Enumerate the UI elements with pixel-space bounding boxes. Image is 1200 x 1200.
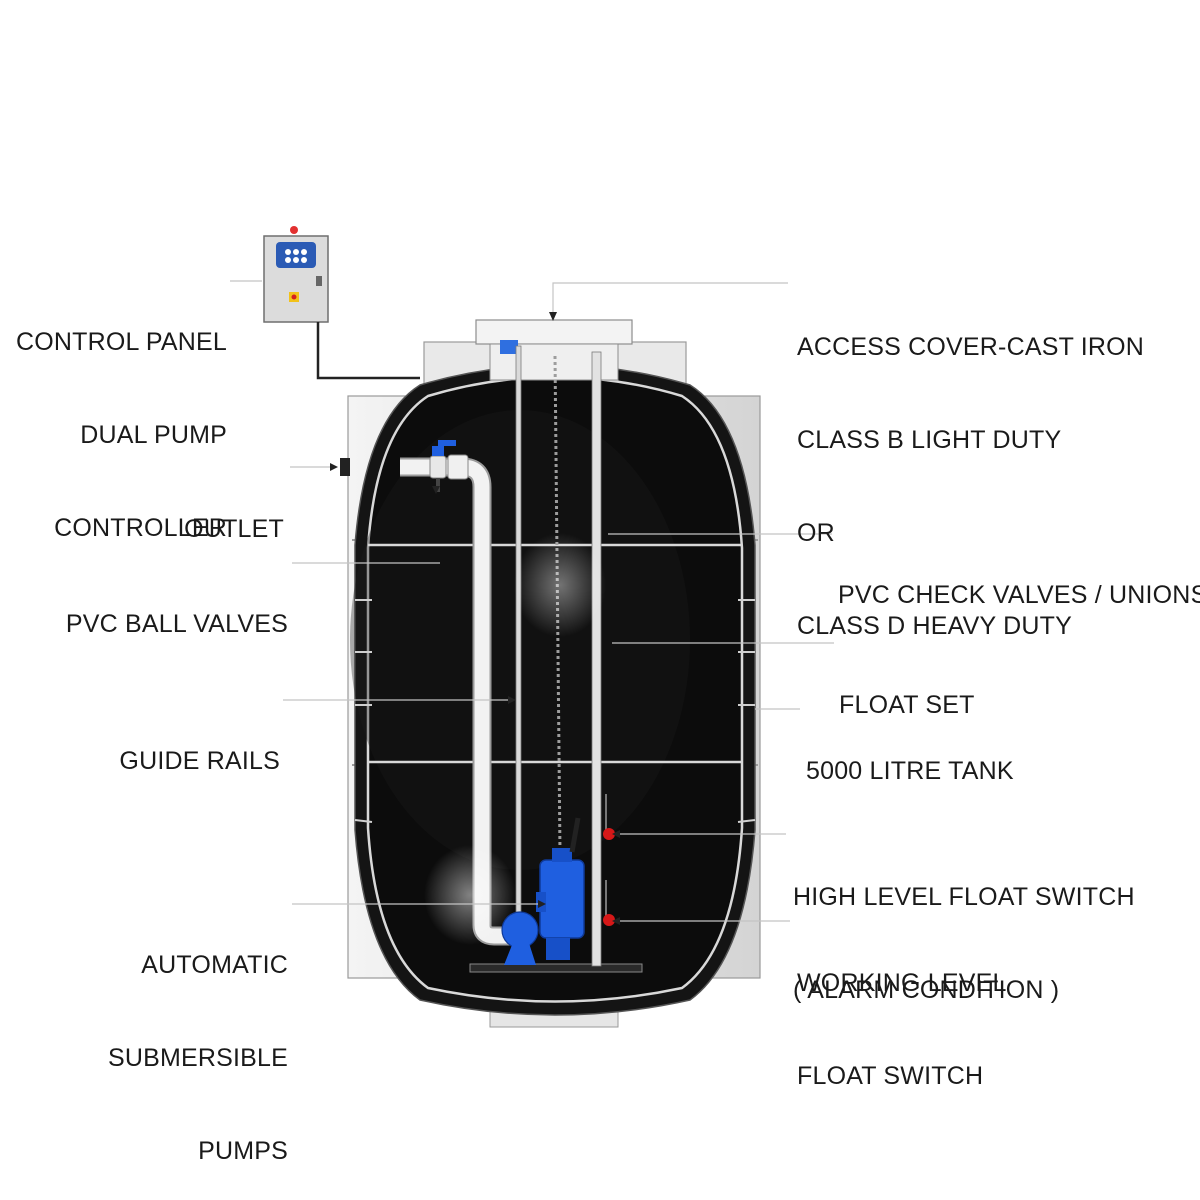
light-glow-lower (424, 845, 516, 945)
label-outlet: OUTLET (184, 452, 284, 607)
label-control-panel: CONTROL PANEL DUAL PUMP CONTROLLER (16, 265, 227, 606)
label-line: GUIDE RAILS (119, 747, 280, 775)
float-switch-icon (603, 794, 615, 926)
label-line: FLOAT SET (839, 691, 975, 719)
label-line: PVC CHECK VALVES / UNIONS (838, 581, 1200, 609)
outlet-stub (340, 458, 350, 476)
label-line: ACCESS COVER-CAST IRON (797, 333, 1145, 361)
label-ball-valves: PVC BALL VALVES (66, 547, 288, 702)
label-access-cover: ACCESS COVER-CAST IRON CLASS B LIGHT DUT… (797, 270, 1144, 704)
label-check-valves: PVC CHECK VALVES / UNIONS (838, 518, 1200, 673)
label-float-set: FLOAT SET (839, 628, 975, 783)
label-line: FLOAT SWITCH (797, 1062, 984, 1090)
label-line: SUBMERSIBLE (107, 1044, 288, 1072)
control-panel-icon (263, 226, 420, 380)
label-pumps: AUTOMATIC SUBMERSIBLE PUMPS (108, 888, 288, 1200)
label-line: DUAL PUMP (80, 421, 227, 449)
label-tank: 5000 LITRE TANK (806, 694, 1014, 849)
label-line: CONTROLLER (54, 514, 227, 542)
label-line: AUTOMATIC (141, 951, 288, 979)
label-line: HIGH LEVEL FLOAT SWITCH (793, 883, 1135, 911)
label-line: ( ALARM CONDITION ) (793, 976, 1060, 1004)
leader-lines (230, 280, 834, 922)
ball-valve-icon (432, 440, 456, 492)
label-line: CONTROL PANEL (16, 328, 227, 356)
label-line: PUMPS (198, 1137, 288, 1165)
label-line: PVC BALL VALVES (65, 610, 288, 638)
label-line: 5000 LITRE TANK (806, 757, 1014, 785)
label-line: OUTLET (184, 515, 284, 543)
label-line: OR (797, 519, 835, 547)
label-line: CLASS D HEAVY DUTY (797, 612, 1072, 640)
label-line: WORKING LEVEL (797, 969, 1007, 997)
label-working-level-float: WORKING LEVEL FLOAT SWITCH (797, 906, 1007, 1154)
leader-arrowheads (330, 312, 620, 925)
label-high-level-float: HIGH LEVEL FLOAT SWITCH ( ALARM CONDITIO… (793, 820, 1135, 1068)
label-line: CLASS B LIGHT DUTY (797, 426, 1062, 454)
light-glow (514, 533, 606, 637)
pump-icon (501, 817, 585, 965)
tank-ribs (354, 599, 756, 823)
label-guide-rails: GUIDE RAILS (119, 684, 280, 839)
